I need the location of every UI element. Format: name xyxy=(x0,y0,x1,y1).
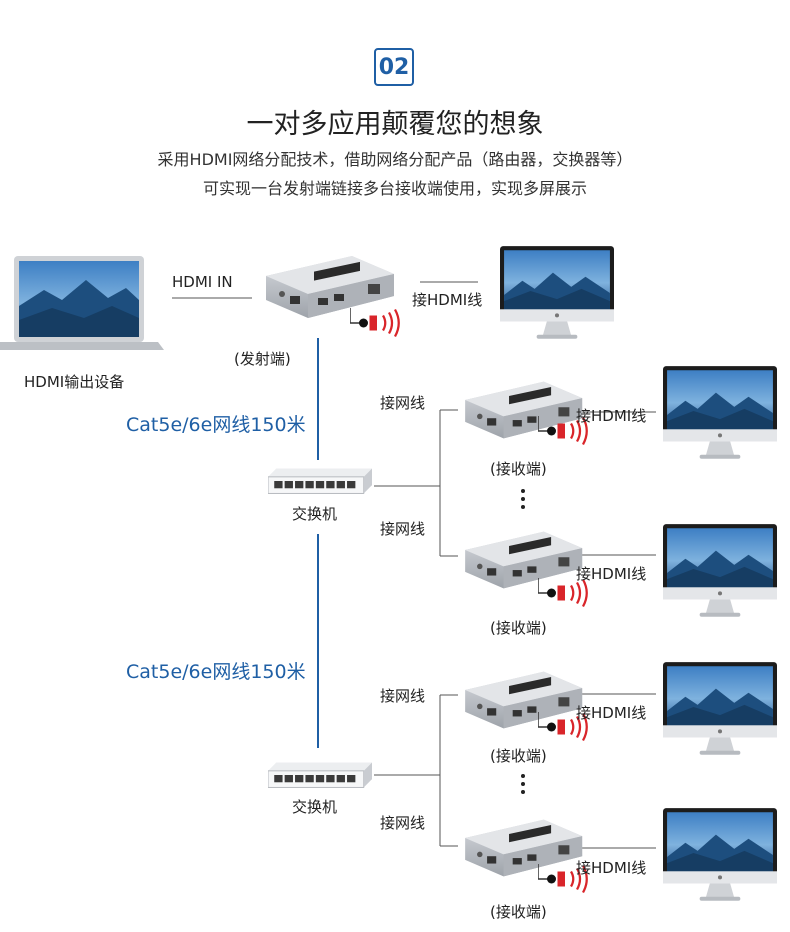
connect-hdmi-label: 接HDMI线 xyxy=(576,704,647,722)
ir-emitter-icon xyxy=(350,306,401,338)
connect-net-label: 接网线 xyxy=(380,814,426,832)
receiver-device-icon xyxy=(465,819,583,877)
connect-hdmi-label: 接HDMI线 xyxy=(412,291,483,309)
connect-net-label: 接网线 xyxy=(380,687,426,705)
monitor-icon xyxy=(663,524,777,617)
receiver-label: (接收端) xyxy=(490,747,547,765)
receiver-label: (接收端) xyxy=(490,619,547,637)
receiver-label: (接收端) xyxy=(490,460,547,478)
hdmi-in-label: HDMI IN xyxy=(172,273,233,291)
monitor-icon xyxy=(663,366,777,459)
cable-length-label: Cat5e/6e网线150米 xyxy=(126,661,306,683)
transmitter-label: (发射端) xyxy=(234,350,291,368)
monitor-icon xyxy=(663,662,777,755)
switch-label: 交换机 xyxy=(292,798,338,816)
laptop-icon xyxy=(0,256,164,350)
receiver-label: (接收端) xyxy=(490,903,547,921)
switch-label: 交换机 xyxy=(292,505,338,523)
monitor-icon xyxy=(663,808,777,901)
section-number-badge: 02 xyxy=(374,48,414,86)
page-title: 一对多应用颠覆您的想象 xyxy=(246,109,544,140)
transmitter-device-icon xyxy=(266,256,394,318)
connect-net-label: 接网线 xyxy=(380,520,426,538)
ellipsis-dots-icon xyxy=(521,489,525,794)
cable-length-label: Cat5e/6e网线150米 xyxy=(126,414,306,436)
connect-hdmi-label: 接HDMI线 xyxy=(576,407,647,425)
switch-icon xyxy=(268,467,372,495)
switch-icon xyxy=(268,761,372,789)
receiver-device-icon xyxy=(465,531,583,589)
subtitle-line-1: 采用HDMI网络分配技术，借助网络分配产品（路由器，交换器等） xyxy=(157,150,633,169)
hdmi-output-device-label: HDMI输出设备 xyxy=(24,373,125,391)
subtitle-line-2: 可实现一台发射端链接多台接收端使用，实现多屏展示 xyxy=(202,179,587,198)
connection-lines xyxy=(172,281,656,849)
connect-hdmi-label: 接HDMI线 xyxy=(576,859,647,877)
monitor-icon xyxy=(500,246,614,339)
connect-net-label: 接网线 xyxy=(380,394,426,412)
connect-hdmi-label: 接HDMI线 xyxy=(576,565,647,583)
